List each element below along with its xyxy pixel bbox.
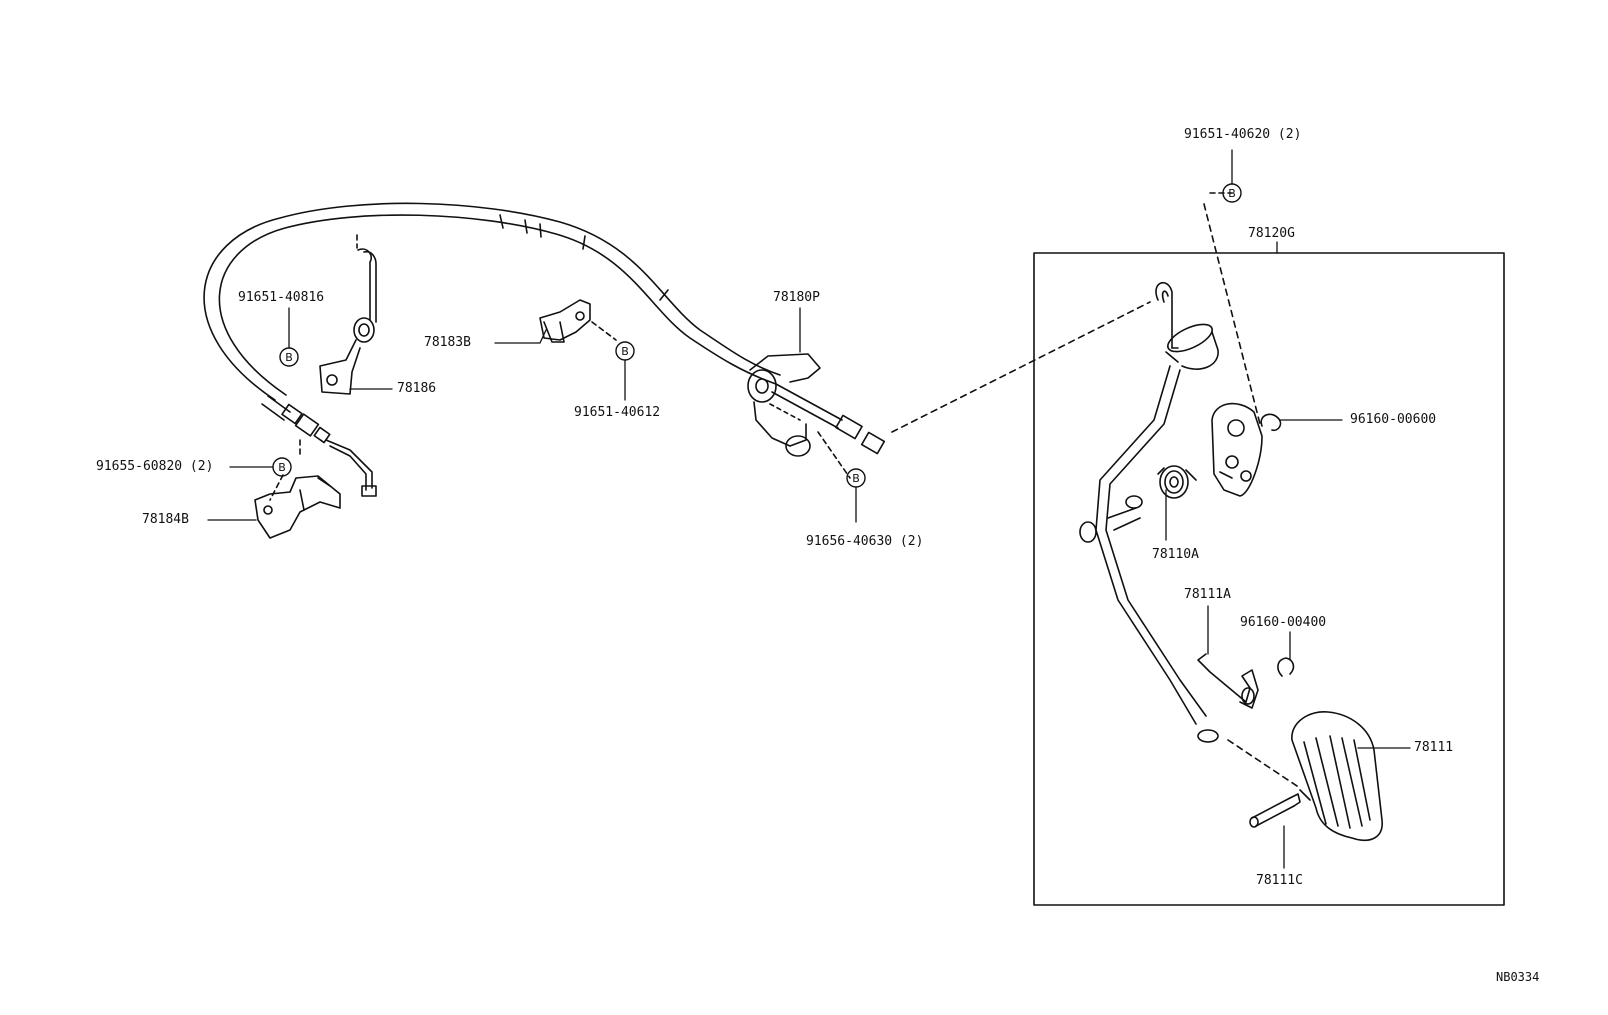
bracket-78184B [254, 475, 341, 539]
label-91651-40620: 91651-40620 (2) [1184, 127, 1302, 142]
bracket-78180P [747, 353, 886, 457]
label-78110A: 78110A [1152, 547, 1199, 562]
cable-end-left [261, 395, 377, 497]
bolt-marker-text: B B B B B [278, 187, 1236, 485]
bracket-78186 [319, 234, 377, 395]
label-78111A: 78111A [1184, 587, 1231, 602]
bolt-marker-letter: B [1228, 187, 1236, 200]
label-78180P: 78180P [773, 290, 820, 305]
label-78186: 78186 [397, 381, 437, 396]
bolt-marker-letter: B [278, 461, 286, 474]
label-96160-00400: 96160-00400 [1240, 615, 1327, 630]
label-91655-60820: 91655-60820 (2) [96, 459, 214, 474]
label-91651-40612: 91651-40612 [574, 405, 661, 420]
clip-96160-00400 [1277, 657, 1295, 677]
label-78111: 78111 [1414, 740, 1454, 755]
pedal-bracket-plate [1211, 402, 1263, 497]
label-91656-40630: 91656-40630 (2) [806, 534, 924, 549]
bolt-markers [272, 183, 1242, 488]
label-78183B: 78183B [424, 335, 471, 350]
pedal-pad-78111 [1291, 711, 1383, 842]
clip-96160-00600 [1260, 413, 1282, 432]
bolt-marker-letter: B [285, 351, 293, 364]
clip-78183B [539, 299, 591, 343]
bolt-marker-letter: B [621, 345, 629, 358]
assembly-box-78120G [1033, 252, 1505, 906]
label-78111C: 78111C [1256, 873, 1303, 888]
label-96160-00600: 96160-00600 [1350, 412, 1437, 427]
spring-78111A [1197, 653, 1259, 709]
pedal-arm [1079, 281, 1219, 743]
label-91651-40816: 91651-40816 [238, 290, 325, 305]
diagram-code: NB0334 [1496, 970, 1540, 984]
label-78120G: 78120G [1248, 226, 1295, 241]
leader-lines [207, 149, 1411, 869]
pin-78111C [1249, 793, 1301, 828]
label-78184B: 78184B [142, 512, 189, 527]
accelerator-cable [203, 202, 781, 401]
bolt-marker-letter: B [852, 472, 860, 485]
spring-78110A [1157, 465, 1197, 499]
